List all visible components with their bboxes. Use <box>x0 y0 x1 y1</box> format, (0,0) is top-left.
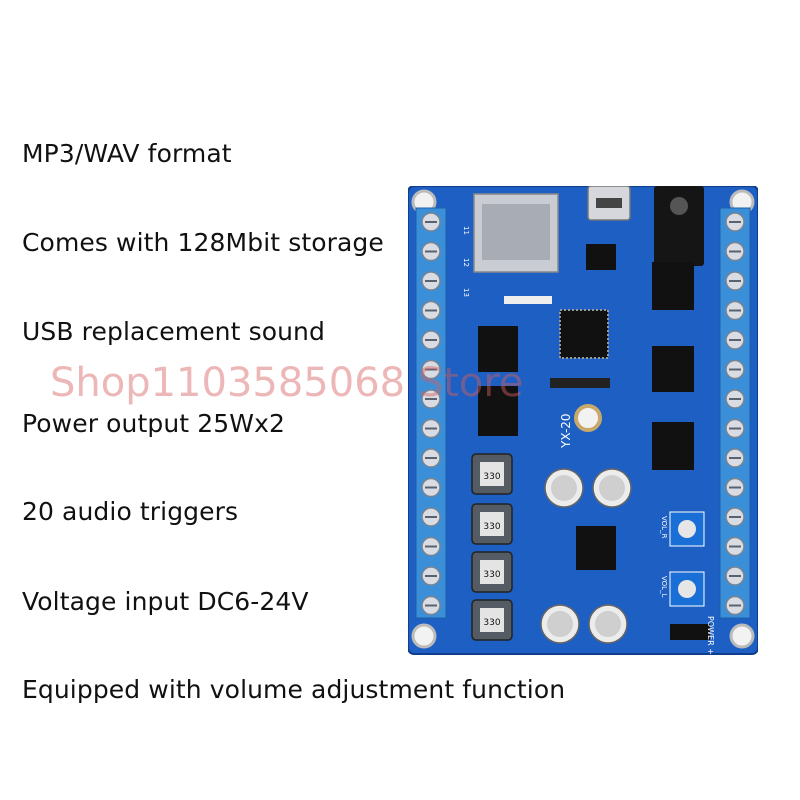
inductors: 330 330 330 330 <box>471 453 513 641</box>
vol-l-label: VOL_L <box>660 576 668 598</box>
pin-label-13: 13 <box>462 288 470 297</box>
soic-chips <box>478 244 694 570</box>
capacitor <box>544 468 584 508</box>
headphone-jack <box>654 186 704 266</box>
resistor-row <box>504 296 610 388</box>
capacitor <box>592 468 632 508</box>
sd-card-slot <box>473 193 559 273</box>
inductor: 330 <box>471 551 513 593</box>
inductor: 330 <box>471 599 513 641</box>
board-model-label: YX-20 <box>559 413 573 449</box>
feature-format: MP3/WAV format <box>22 139 232 168</box>
pin-label-12: 12 <box>462 258 470 267</box>
feature-power: Power output 25Wx2 <box>22 409 285 438</box>
right-terminal-strip <box>719 207 751 619</box>
capacitors <box>540 468 632 644</box>
usb-port <box>587 186 631 221</box>
left-terminal-strip <box>415 207 447 619</box>
feature-volume: Equipped with volume adjustment function <box>22 675 566 704</box>
power-label: POWER + <box>706 616 715 655</box>
inductor: 330 <box>471 453 513 495</box>
power-jumper <box>670 624 710 640</box>
svg-text:330: 330 <box>483 472 500 482</box>
feature-usb: USB replacement sound <box>22 317 325 346</box>
feature-storage: Comes with 128Mbit storage <box>22 228 384 257</box>
volume-potentiometers <box>669 511 705 607</box>
feature-voltage: Voltage input DC6-24V <box>22 587 309 616</box>
vol-r-label: VOL_R <box>660 516 668 539</box>
capacitor <box>588 604 628 644</box>
svg-text:330: 330 <box>483 522 500 532</box>
inductor: 330 <box>471 503 513 545</box>
feature-triggers: 20 audio triggers <box>22 497 239 526</box>
svg-text:330: 330 <box>483 570 500 580</box>
pcb-board-image: 330 330 330 330 YX-20 POWER + VOL_R VOL_L 1… <box>408 186 758 655</box>
mcu-chip <box>559 309 609 359</box>
pin-label-11: 11 <box>462 226 470 235</box>
shop-watermark: Shop1103585068 Store <box>50 360 524 406</box>
capacitor <box>540 604 580 644</box>
svg-text:330: 330 <box>483 618 500 628</box>
